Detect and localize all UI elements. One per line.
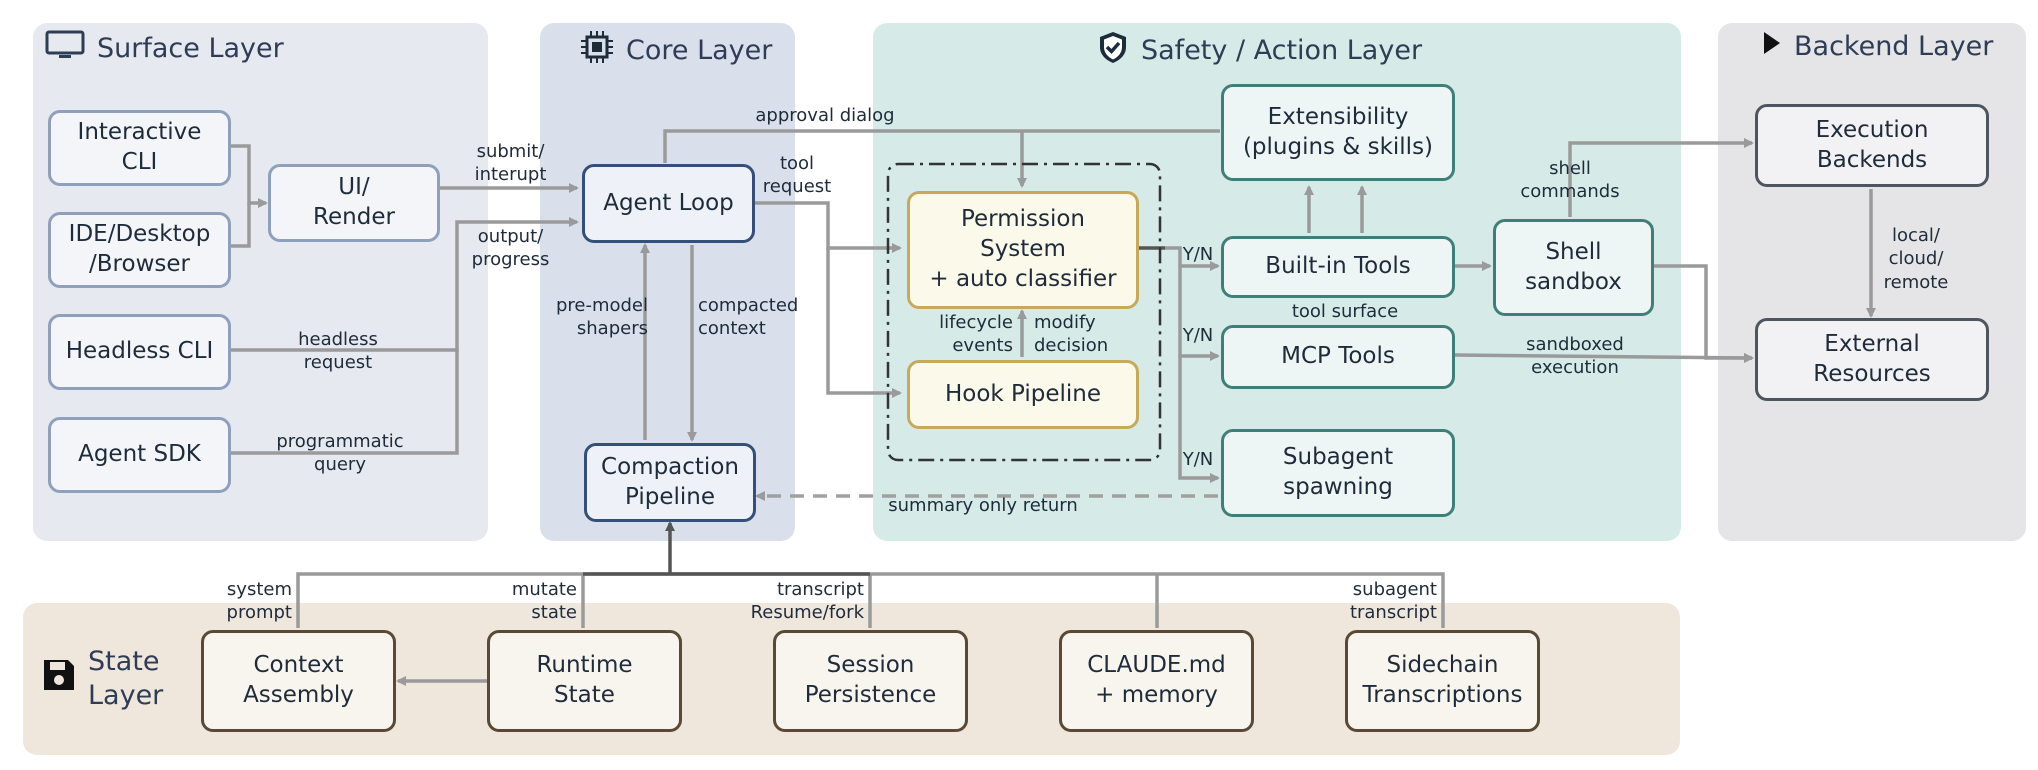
yn-builtin-label: Y/N (1182, 244, 1214, 265)
sandboxed-execution-label: sandboxed execution (1526, 334, 1624, 379)
shield-check-icon (1097, 30, 1129, 71)
yn-mcp-label: Y/N (1182, 325, 1214, 346)
floppy-disk-icon (42, 658, 76, 699)
pre-model-shapers-label: pre-model shapers (555, 295, 648, 340)
permission-system-box[interactable]: Permission System + auto classifier (907, 191, 1139, 309)
approval-dialog-label: approval dialog (755, 105, 895, 126)
surface-layer-title: Surface Layer (45, 30, 284, 67)
sidechain-transcriptions-box[interactable]: Sidechain Transcriptions (1345, 630, 1540, 732)
claude-md-memory-box[interactable]: CLAUDE.md + memory (1059, 630, 1254, 732)
ui-render-box[interactable]: UI/ Render (268, 164, 440, 242)
agent-sdk-box[interactable]: Agent SDK (48, 417, 231, 493)
builtin-tools-box[interactable]: Built-in Tools (1221, 236, 1455, 298)
state-layer-label: State Layer (88, 646, 164, 711)
safety-layer-title: Safety / Action Layer (1097, 30, 1422, 71)
backend-layer-label: Backend Layer (1794, 31, 1994, 62)
mutate-state-label: mutate state (511, 579, 577, 624)
tool-request-label: tool request (762, 153, 832, 198)
system-prompt-label: system prompt (226, 579, 292, 624)
safety-layer-label: Safety / Action Layer (1141, 35, 1423, 66)
agent-loop-box[interactable]: Agent Loop (582, 164, 755, 243)
context-assembly-box[interactable]: Context Assembly (201, 630, 396, 732)
hook-pipeline-box[interactable]: Hook Pipeline (907, 360, 1139, 429)
chip-icon (580, 30, 614, 71)
shell-commands-label: shell commands (1520, 158, 1620, 203)
transcript-resume-label: transcript Resume/fork (750, 579, 864, 624)
extensibility-box[interactable]: Extensibility (plugins & skills) (1221, 84, 1455, 181)
yn-subagent-label: Y/N (1182, 449, 1214, 470)
backend-layer-title: Backend Layer (1762, 30, 1993, 63)
programmatic-query-label: programmatic query (276, 431, 404, 476)
summary-only-return-label: summary only return (888, 495, 1078, 516)
external-resources-box[interactable]: External Resources (1755, 318, 1989, 401)
monitor-icon (45, 30, 85, 67)
runtime-state-box[interactable]: Runtime State (487, 630, 682, 732)
lifecycle-events-label: lifecycle events (939, 312, 1013, 357)
submit-interrupt-label: submit/ interupt (474, 141, 547, 186)
mcp-tools-box[interactable]: MCP Tools (1221, 325, 1455, 389)
compaction-pipeline-box[interactable]: Compaction Pipeline (584, 443, 756, 522)
core-layer-label: Core Layer (626, 35, 773, 66)
output-progress-label: output/ progress (471, 226, 550, 271)
shell-sandbox-box[interactable]: Shell sandbox (1493, 219, 1654, 316)
play-icon (1762, 30, 1782, 63)
ide-desktop-browser-box[interactable]: IDE/Desktop /Browser (48, 212, 231, 288)
session-persistence-box[interactable]: Session Persistence (773, 630, 968, 732)
subagent-transcript-label: subagent transcript (1349, 579, 1437, 624)
interactive-cli-box[interactable]: Interactive CLI (48, 110, 231, 186)
execution-backends-box[interactable]: Execution Backends (1755, 104, 1989, 187)
state-layer-title: State Layer (42, 645, 163, 713)
modify-decision-label: modify decision (1034, 312, 1109, 357)
tool-surface-label: tool surface (1291, 301, 1399, 322)
surface-layer-label: Surface Layer (97, 33, 284, 64)
subagent-spawning-box[interactable]: Subagent spawning (1221, 429, 1455, 517)
core-layer-title: Core Layer (580, 30, 772, 71)
compacted-context-label: compacted context (698, 295, 799, 340)
headless-request-label: headless request (298, 329, 378, 374)
local-cloud-remote-label: local/ cloud/ remote (1883, 225, 1949, 293)
headless-cli-box[interactable]: Headless CLI (48, 314, 231, 390)
